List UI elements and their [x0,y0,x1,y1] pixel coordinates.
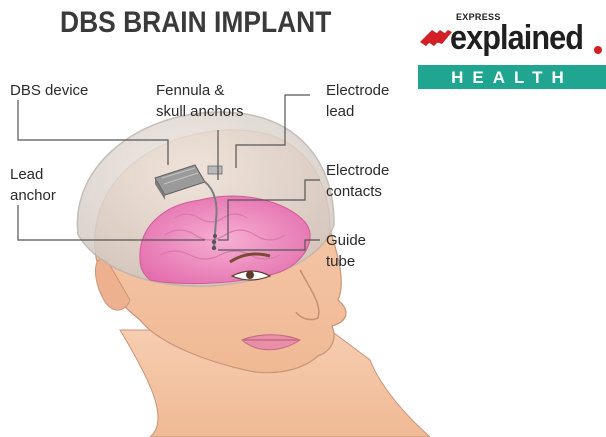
label-fennula: Fennula & skull anchors [156,80,244,122]
label-electrode-lead: Electrode lead [326,80,389,122]
label-lead-anchor-line2: anchor [10,185,56,206]
label-electrode-contacts-line2: contacts [326,181,389,202]
section-badge: HEALTH [418,65,606,89]
label-lead-anchor: Lead anchor [10,164,56,206]
label-fennula-line2: skull anchors [156,101,244,122]
label-electrode-contacts: Electrode contacts [326,160,389,202]
label-fennula-line1: Fennula & [156,80,244,101]
label-electrode-contacts-line1: Electrode [326,160,389,181]
label-dbs-device: DBS device [10,80,88,101]
page-title: DBS BRAIN IMPLANT [60,6,331,40]
label-electrode-lead-line2: lead [326,101,389,122]
label-guide-tube-line1: Guide [326,230,366,251]
label-electrode-lead-line1: Electrode [326,80,389,101]
label-lead-anchor-line1: Lead [10,164,56,185]
label-guide-tube-line2: tube [326,251,366,272]
brand-main-word: explained [450,18,583,58]
label-dbs-device-text: DBS device [10,82,88,99]
express-mark-icon [418,20,452,48]
brand-dot [594,46,602,54]
label-guide-tube: Guide tube [326,230,366,272]
